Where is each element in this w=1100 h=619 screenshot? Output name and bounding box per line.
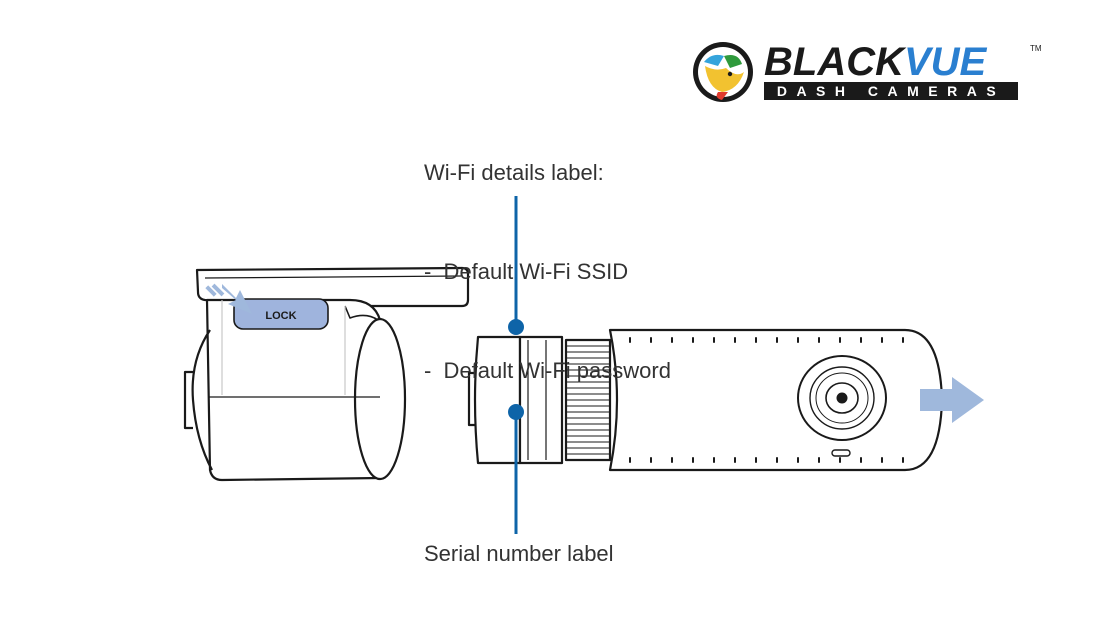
blackvue-logo: BLACKVUE TM DASH CAMERAS bbox=[690, 40, 1050, 104]
wifi-callout-pointer bbox=[508, 196, 524, 335]
logo-trademark: TM bbox=[1030, 44, 1042, 53]
release-arrow-icon bbox=[205, 283, 252, 314]
logo-black: BLACK bbox=[764, 40, 904, 84]
knurled-ring bbox=[566, 345, 610, 455]
wifi-password-item: - Default Wi-Fi password bbox=[424, 358, 671, 383]
serial-number-callout: Serial number label bbox=[424, 541, 614, 566]
lock-button: LOCK bbox=[233, 298, 329, 330]
wifi-label-title: Wi-Fi details label: bbox=[424, 160, 604, 185]
camera-lens bbox=[797, 355, 887, 441]
logo-tagline: DASH CAMERAS bbox=[764, 82, 1018, 100]
status-led bbox=[831, 449, 851, 457]
vent-slots bbox=[629, 337, 904, 463]
logo-wordmark: BLACKVUE bbox=[764, 42, 986, 82]
windshield-mount bbox=[183, 266, 470, 482]
logo-vue: VUE bbox=[903, 40, 987, 84]
lock-button-label: LOCK bbox=[265, 310, 296, 322]
wifi-ssid-item: - Default Wi-Fi SSID bbox=[424, 259, 629, 284]
blackvue-bird-icon bbox=[693, 42, 753, 102]
removal-arrow-icon bbox=[920, 377, 984, 423]
serial-callout-pointer bbox=[508, 404, 524, 534]
wifi-details-callout: Wi-Fi details label: - Default Wi-Fi SSI… bbox=[424, 90, 671, 420]
